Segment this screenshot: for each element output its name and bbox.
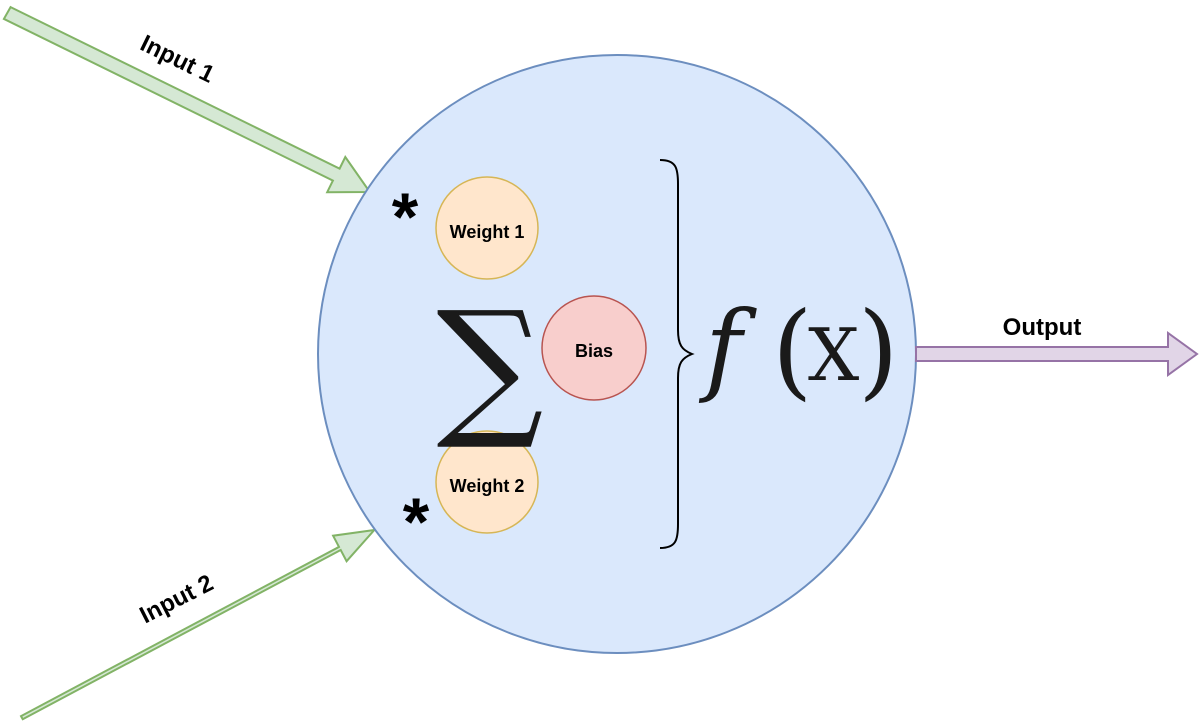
bias-label: Bias [575, 341, 613, 361]
bias-node [541, 295, 647, 401]
weight-1-label: Weight 1 [450, 222, 525, 242]
weight-2-node [435, 430, 539, 534]
curly-brace [659, 159, 695, 549]
summation-symbol: ∑ [436, 280, 543, 454]
weight-1-node [435, 176, 539, 280]
multiply-symbol-1: * [392, 179, 419, 255]
output-label: Output [1003, 314, 1082, 341]
activation-x: X [808, 313, 859, 397]
multiply-symbol-2: * [403, 484, 430, 560]
weight-2-label: Weight 2 [450, 476, 525, 496]
activation-close-paren: ) [858, 289, 899, 411]
input-1-arrow [2, 5, 372, 194]
input-2-arrow [19, 528, 377, 721]
activation-open-paren: ( [772, 289, 813, 411]
output-arrow [915, 331, 1199, 377]
